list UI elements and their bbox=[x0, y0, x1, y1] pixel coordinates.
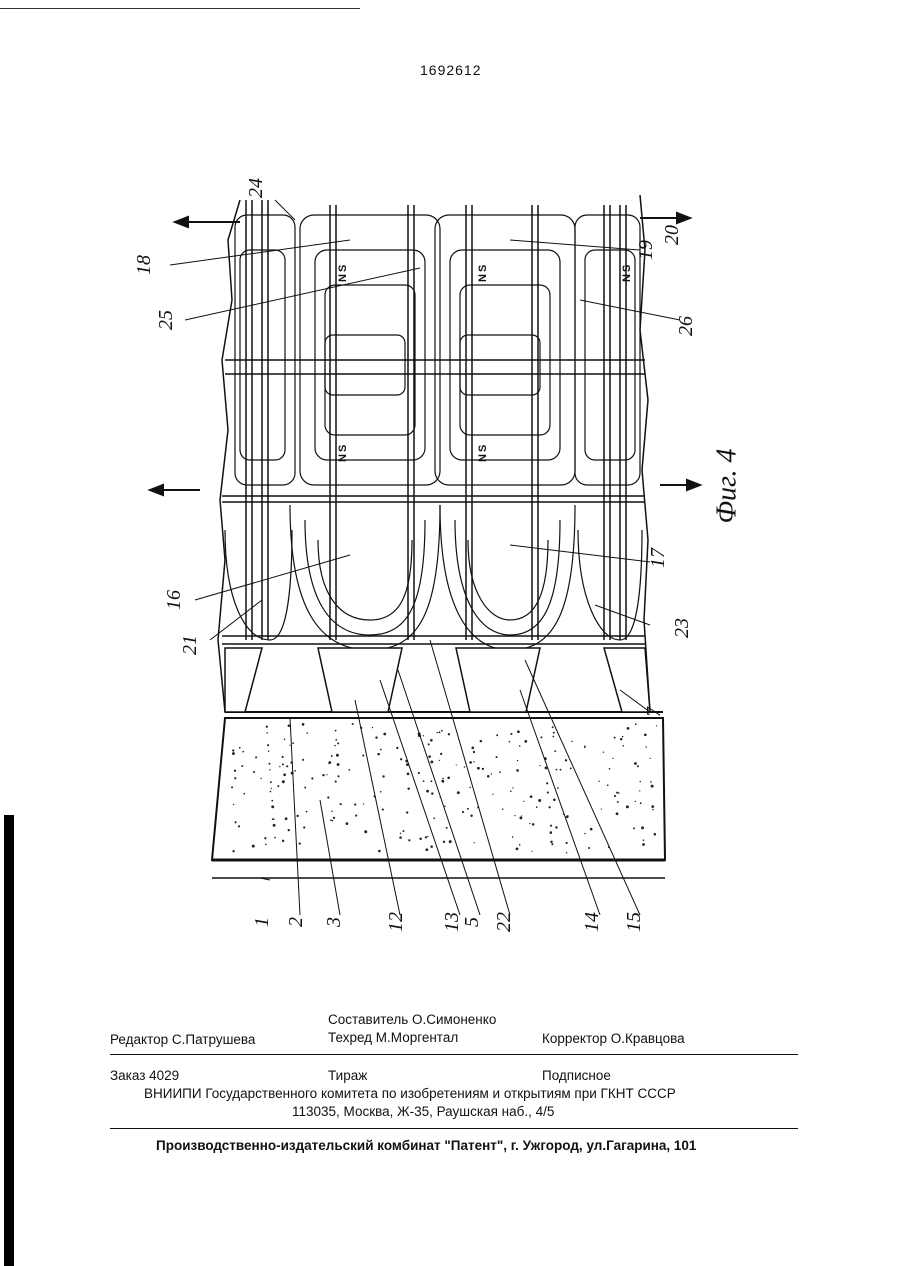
subscription-label: Подписное bbox=[542, 1068, 611, 1083]
reference-numeral-21: 21 bbox=[179, 635, 201, 655]
pole-pieces bbox=[225, 648, 650, 712]
pole-label-s: S bbox=[477, 265, 489, 272]
pole-label-s: S bbox=[621, 265, 633, 272]
imprint-rule-top bbox=[110, 1054, 798, 1055]
pole-label-n: N bbox=[477, 274, 489, 282]
pole-label-s: S bbox=[477, 445, 489, 452]
pole-label-n: N bbox=[621, 274, 633, 282]
reference-numeral-3: 3 bbox=[323, 917, 345, 928]
pole-label-n: N bbox=[337, 274, 349, 282]
reference-numeral-1: 1 bbox=[251, 917, 273, 927]
circulation-label: Тираж bbox=[328, 1068, 367, 1083]
reference-numeral-2: 2 bbox=[285, 917, 307, 927]
figure-caption: Фиг. 4 bbox=[712, 448, 744, 523]
pole-label-n: N bbox=[337, 454, 349, 462]
reference-numeral-15: 15 bbox=[623, 912, 645, 932]
reference-numeral-17: 17 bbox=[647, 547, 669, 568]
reference-numeral-22: 22 bbox=[493, 912, 515, 932]
publisher-line: Производственно-издательский комбинат "П… bbox=[156, 1138, 696, 1153]
reference-numeral-13: 13 bbox=[441, 912, 463, 932]
reference-numeral-20: 20 bbox=[661, 225, 683, 245]
organization-line: ВНИИПИ Государственного комитета по изоб… bbox=[144, 1086, 676, 1101]
reference-numeral-26: 26 bbox=[675, 316, 697, 336]
compiler-credit: Составитель О.Симоненко bbox=[328, 1012, 496, 1027]
reference-numeral-25: 25 bbox=[155, 310, 177, 330]
techred-credit: Техред М.Моргентал bbox=[328, 1030, 458, 1045]
pole-label-s: S bbox=[337, 445, 349, 452]
reference-numeral-18: 18 bbox=[133, 255, 155, 275]
reference-numeral-14: 14 bbox=[581, 912, 603, 932]
address-line: 113035, Москва, Ж-35, Раушская наб., 4/5 bbox=[292, 1104, 554, 1119]
reference-numeral-19: 19 bbox=[635, 240, 657, 260]
upper-field-loops bbox=[235, 215, 640, 485]
order-number: Заказ 4029 bbox=[110, 1068, 179, 1083]
reference-numeral-5: 5 bbox=[461, 917, 483, 927]
reference-numeral-16: 16 bbox=[163, 590, 185, 610]
pole-label-n: N bbox=[477, 454, 489, 462]
corrector-credit: Корректор О.Кравцова bbox=[542, 1031, 685, 1046]
reference-numeral-24: 24 bbox=[245, 178, 267, 198]
editor-credit: Редактор С.Патрушева bbox=[110, 1032, 255, 1047]
reference-numeral-7: 7 bbox=[643, 706, 665, 717]
imprint-rule-bottom bbox=[110, 1128, 798, 1129]
reference-numeral-23: 23 bbox=[671, 618, 693, 638]
reference-numeral-12: 12 bbox=[385, 912, 407, 932]
pole-label-s: S bbox=[337, 265, 349, 272]
lower-field-loops bbox=[225, 505, 642, 650]
